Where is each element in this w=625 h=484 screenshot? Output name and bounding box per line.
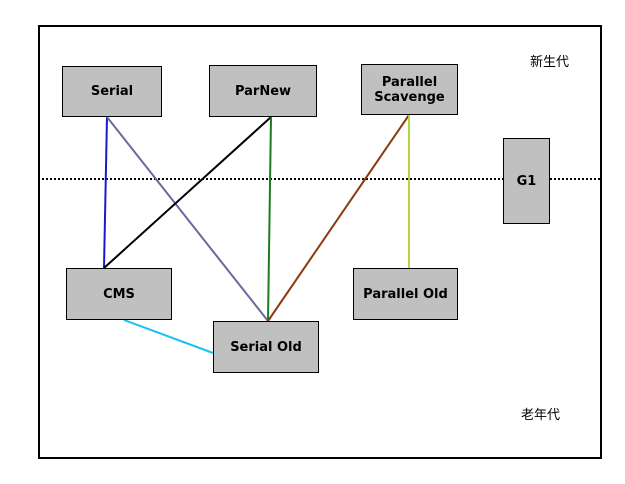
parallel-scavenge-label: Parallel Scavenge: [374, 74, 445, 105]
cms-collector-box: CMS: [66, 268, 172, 320]
link-parnew-cms: [103, 116, 272, 269]
g1-collector-box: G1: [503, 138, 550, 224]
parallel-old-label: Parallel Old: [363, 286, 448, 302]
parnew-label: ParNew: [234, 83, 292, 99]
serial-label: Serial: [90, 84, 134, 99]
cms-label: CMS: [103, 286, 135, 302]
parallel-scavenge-collector-box: Parallel Scavenge: [361, 64, 458, 115]
g1-label: G1: [516, 173, 537, 189]
link-parnew-serial-old: [267, 116, 272, 322]
serial-old-label: Serial Old: [230, 339, 302, 355]
old-generation-label: 老年代: [521, 408, 561, 423]
serial-collector-box: Serial: [62, 66, 162, 117]
link-cms-serial-old: [123, 319, 214, 354]
parnew-collector-box: ParNew: [209, 65, 317, 117]
link-serial-serial-old: [106, 116, 269, 322]
serial-old-collector-box: Serial Old: [213, 321, 319, 373]
parallel-old-collector-box: Parallel Old: [353, 268, 458, 320]
link-serial-cms: [103, 116, 108, 269]
link-parallel-scavenge-serial-old: [267, 114, 410, 322]
young-generation-label: 新生代: [530, 55, 570, 70]
